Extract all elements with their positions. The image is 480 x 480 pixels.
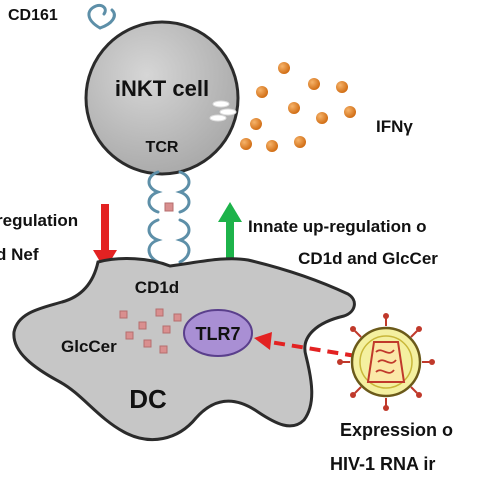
cd161-label: CD161 <box>8 7 58 24</box>
glccer-label: GlcCer <box>61 337 117 356</box>
up-regulation-arrow <box>218 202 242 267</box>
glccer-antigen-presented <box>164 202 174 212</box>
down-regulation-label-1: regulation <box>0 211 78 230</box>
expression-label-2: HIV-1 RNA ir <box>330 454 435 474</box>
up-regulation-label-2: CD1d and GlcCer <box>298 249 438 268</box>
cd1d-molecule <box>147 218 191 264</box>
virus-to-tlr7-arrow <box>254 332 357 358</box>
secretory-granules <box>209 100 237 122</box>
cd1d-label: CD1d <box>135 278 179 297</box>
ifng-label: IFNγ <box>376 117 413 136</box>
ifng-cytokines <box>240 62 356 152</box>
up-regulation-label-1: Innate up-regulation o <box>248 217 427 236</box>
glccer-particles <box>119 308 182 354</box>
tcr-label: TCR <box>146 139 179 156</box>
hiv-virion <box>337 313 435 411</box>
inkt-cell-label: iNKT cell <box>115 76 209 101</box>
cd161-receptor <box>87 4 116 30</box>
tlr7-receptor <box>183 309 253 357</box>
tcr-receptor <box>147 170 191 214</box>
dendritic-cell <box>12 257 356 441</box>
tlr7-label: TLR7 <box>196 324 241 344</box>
expression-label-1: Expression o <box>340 420 453 440</box>
inkt-cell <box>84 20 240 176</box>
down-regulation-label-2: d Nef <box>0 245 39 264</box>
dc-label: DC <box>129 384 167 414</box>
